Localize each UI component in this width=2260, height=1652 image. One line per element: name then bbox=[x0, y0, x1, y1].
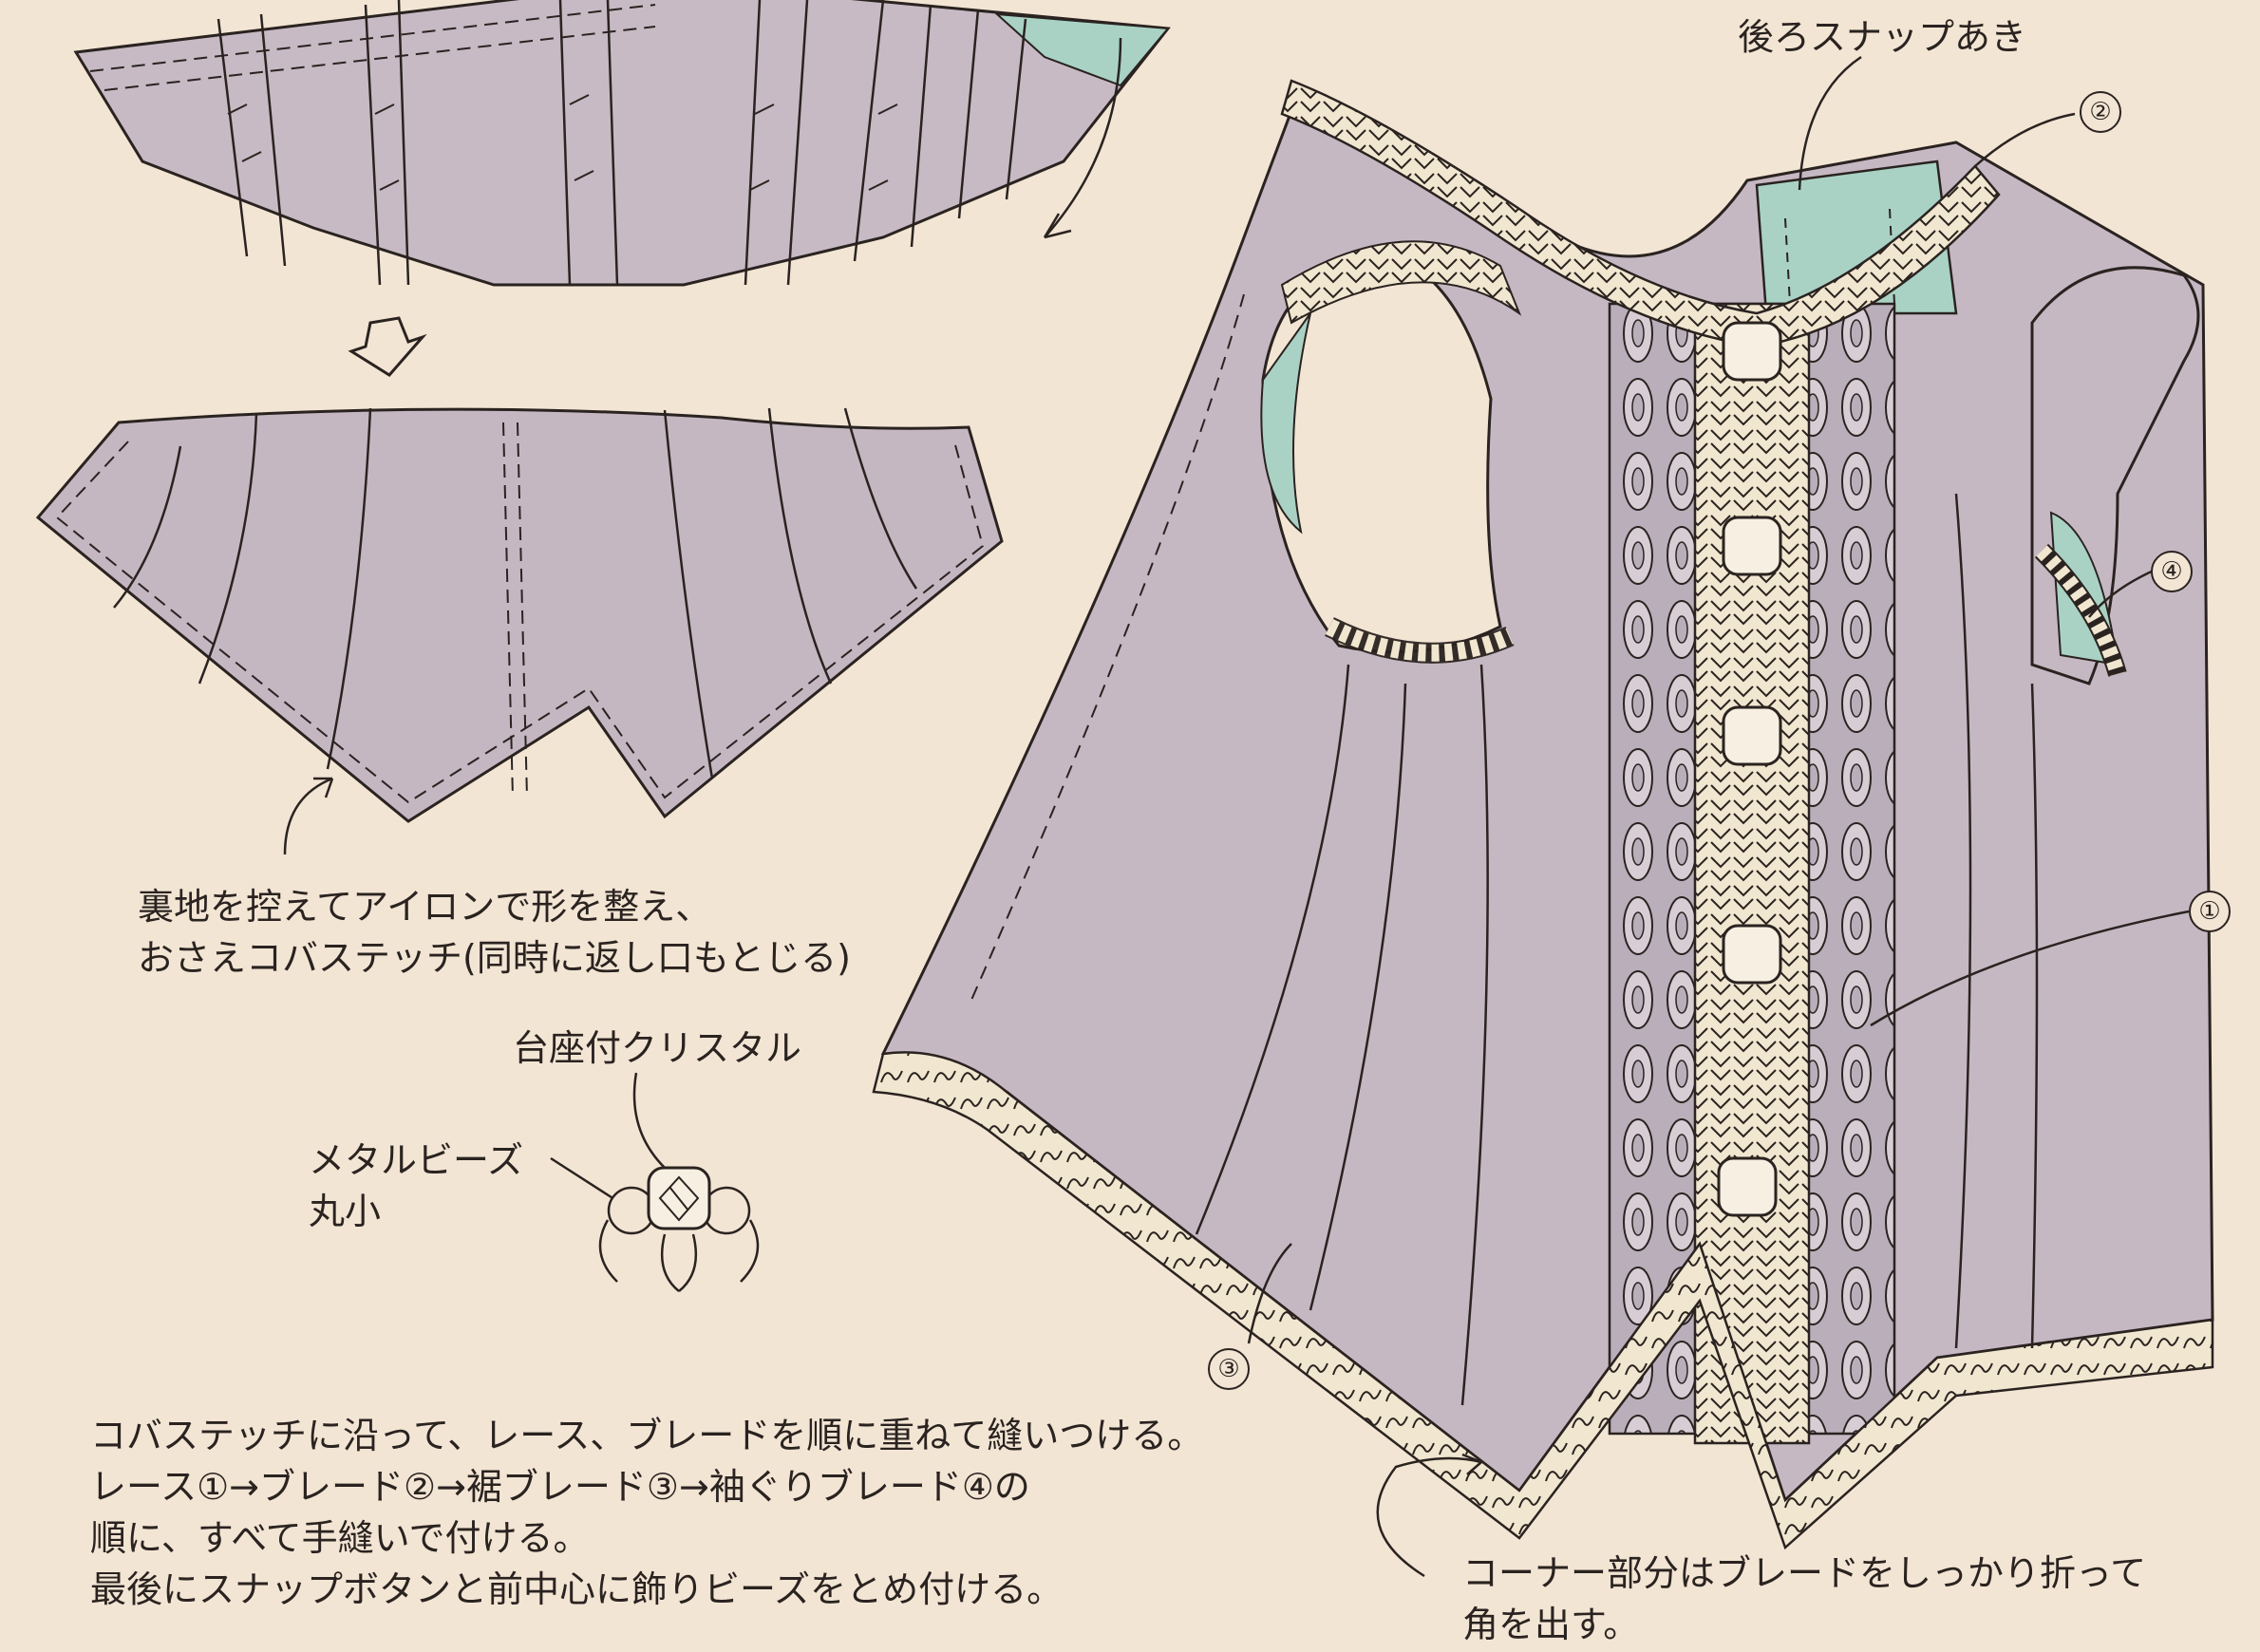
marker-1: ① bbox=[2189, 891, 2231, 932]
vest-body bbox=[880, 83, 2214, 1503]
center-braid bbox=[1693, 302, 1811, 1445]
marker-2: ② bbox=[2080, 91, 2121, 133]
hem-braid bbox=[872, 1051, 2214, 1550]
folded-bodice-shape bbox=[73, 0, 1171, 287]
main-instructions-line2: レース①→ブレード②→裾ブレード③→袖ぐりブレード④の bbox=[90, 1466, 1030, 1508]
crystal-bead-detail bbox=[550, 1072, 760, 1292]
leader-4 bbox=[2088, 568, 2156, 618]
main-instructions-line3: 順に、すべて手縫いで付ける。 bbox=[90, 1517, 590, 1559]
flat-bodice bbox=[35, 407, 1004, 855]
marker-4: ④ bbox=[2151, 551, 2193, 592]
neck-braid bbox=[1280, 79, 2001, 348]
metal-beads-label: メタルビーズ 丸小 bbox=[309, 1135, 523, 1237]
main-instructions: コバステッチに沿って、レース、ブレードを順に重ねて縫いつける。 レース①→ブレー… bbox=[90, 1410, 1203, 1615]
crystal-icon bbox=[1717, 321, 1782, 1217]
corner-note: コーナー部分はブレードをしっかり折って 角を出す。 bbox=[1462, 1548, 2146, 1650]
flat-bodice-shape bbox=[35, 407, 1004, 823]
main-instructions-line4: 最後にスナップボタンと前中心に飾りビーズをとめ付ける。 bbox=[90, 1568, 1064, 1610]
metal-beads-line2: 丸小 bbox=[309, 1191, 382, 1232]
leader-snap bbox=[1798, 55, 1862, 191]
folded-bodice-lining bbox=[994, 12, 1170, 87]
marker-3: ③ bbox=[1208, 1348, 1250, 1390]
lining-instruction-line2: おさえコバステッチ(同時に返し口もとじる) bbox=[138, 937, 851, 979]
corner-note-line1: コーナー部分はブレードをしっかり折って bbox=[1462, 1552, 2147, 1594]
lining-instruction: 裏地を控えてアイロンで形を整え、 おさえコバステッチ(同時に返し口もとじる) bbox=[138, 881, 851, 984]
leader-1 bbox=[1870, 910, 2190, 1027]
lining-instruction-line1: 裏地を控えてアイロンで形を整え、 bbox=[138, 886, 712, 928]
back-snap-opening-label: 後ろスナップあき bbox=[1738, 16, 2027, 58]
vest bbox=[872, 79, 2214, 1550]
leader-3 bbox=[1247, 1243, 1292, 1344]
main-instructions-line1: コバステッチに沿って、レース、ブレードを順に重ねて縫いつける。 bbox=[90, 1415, 1204, 1456]
folded-bodice bbox=[73, 0, 1171, 287]
metal-beads-line1: メタルビーズ bbox=[309, 1139, 524, 1181]
crystal-with-setting-label: 台座付クリスタル bbox=[513, 1027, 802, 1069]
down-arrow-icon bbox=[348, 316, 427, 377]
leader-corner bbox=[1376, 1456, 1482, 1578]
leader-2 bbox=[1974, 112, 2076, 167]
corner-note-line2: 角を出す。 bbox=[1462, 1604, 1640, 1645]
